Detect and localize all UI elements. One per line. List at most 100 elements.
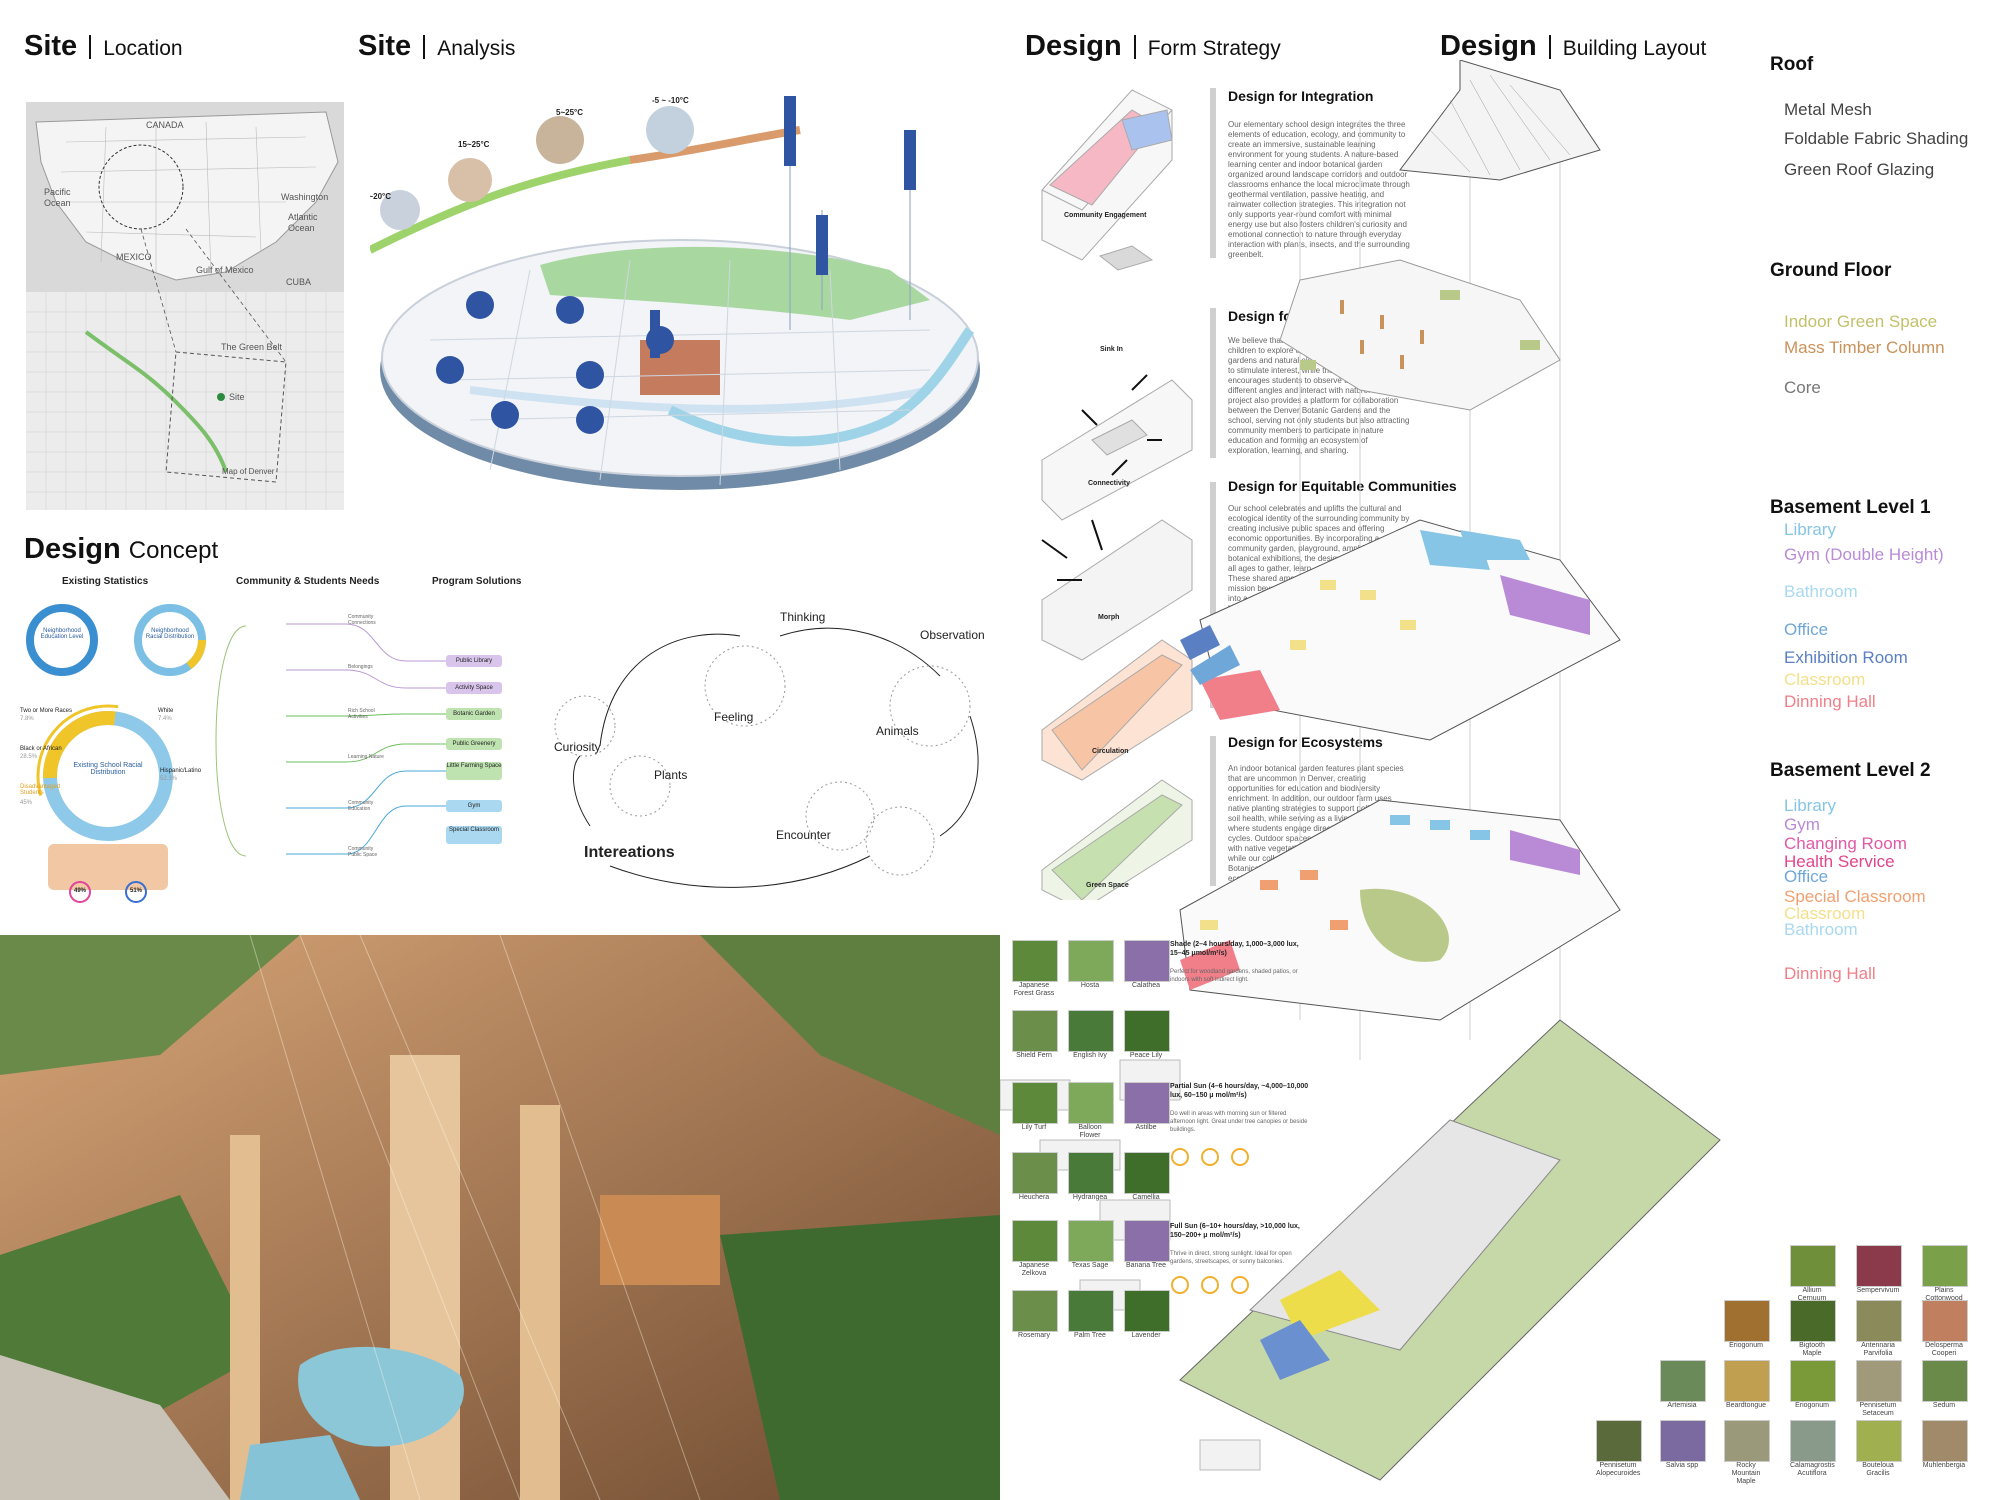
b2-item-classroom: Classroom	[1784, 904, 1866, 923]
plant-full-4: Palm Tree	[1068, 1290, 1114, 1340]
cycle-feeling: Feeling	[714, 710, 754, 724]
plant-label: Balloon Flower	[1078, 1124, 1102, 1139]
plant-label: English Ivy	[1073, 1052, 1107, 1059]
step-community-engagement: Community Engagement	[1064, 212, 1147, 219]
cycle-curiosity: Curiosity	[554, 740, 601, 754]
roof-item-green-roof: Green Roof Glazing	[1784, 160, 1935, 179]
plant-label: Delosperma Cooperi	[1925, 1342, 1963, 1357]
native-plant-7: Artemisia	[1660, 1360, 1706, 1410]
cycle-observation: Observation	[920, 628, 985, 642]
gender-female: 49%	[74, 888, 87, 894]
plant-label: Japanese Forest Grass	[1013, 982, 1055, 997]
roof-item-fabric-shading: Foldable Fabric Shading	[1784, 129, 1969, 148]
plant-image	[1790, 1360, 1836, 1402]
plant-label: Banana Tree	[1125, 1262, 1167, 1269]
plant-label: Japanese Zelkova	[1018, 1262, 1050, 1277]
plant-image	[1922, 1420, 1968, 1462]
plant-image	[1012, 1220, 1058, 1262]
plant-label: Heuchera	[1018, 1194, 1050, 1201]
map-label-washington: Washington	[281, 192, 329, 202]
race-value-black: 28.5%	[20, 754, 38, 760]
plant-image	[1922, 1300, 1968, 1342]
partial-heading: Partial Sun (4–6 hours/day, ~4,000–10,00…	[1170, 1083, 1309, 1099]
plant-image	[1724, 1360, 1770, 1402]
cycle-encounter: Encounter	[776, 828, 831, 842]
plant-image	[1790, 1245, 1836, 1287]
plant-label: Calamagrostis Acutiflora	[1790, 1462, 1835, 1477]
map-label-gulf: Gulf of Mexico	[196, 265, 254, 275]
program-botanic-garden: Botanic Garden	[446, 708, 502, 720]
concept-col-programs: Program Solutions	[432, 576, 522, 587]
plant-image	[1068, 1010, 1114, 1052]
plant-image	[1012, 940, 1058, 982]
need-learning-nature: Learning Nature	[348, 754, 384, 760]
site-analysis-diagram: 5~20°C 15~25°C 5~25°C -5 ~ -10°C	[370, 90, 1000, 510]
plant-label: Bigtooth Maple	[1799, 1342, 1825, 1357]
plant-image	[1856, 1360, 1902, 1402]
plant-full-0: Japanese Zelkova	[1012, 1220, 1058, 1278]
map-label-cuba: CUBA	[286, 277, 312, 287]
basement-1-title: Basement Level 1	[1770, 497, 1931, 518]
plant-image	[1856, 1300, 1902, 1342]
plant-label: Pennisetum Alopecuroides	[1596, 1462, 1641, 1477]
plant-shade-1: Hosta	[1068, 940, 1114, 990]
ground-item-green-space: Indoor Green Space	[1784, 312, 1938, 331]
shade-heading: Shade (2–4 hours/day, 1,000–3,000 lux, 1…	[1170, 941, 1299, 957]
race-label-white: White	[158, 708, 174, 714]
plant-image	[1660, 1360, 1706, 1402]
sun-icons-full	[1171, 1276, 1249, 1294]
program-public-library: Public Library	[446, 655, 502, 667]
program-activity-space: Activity Space	[446, 682, 502, 694]
form-strategy-diagrams: Community Engagement Sink In Connectivit…	[1022, 80, 1212, 900]
basement-2-title: Basement Level 2	[1770, 760, 1931, 781]
native-plant-4: Bigtooth Maple	[1790, 1300, 1836, 1358]
race-label-black: Black or African	[20, 746, 62, 752]
strategy-divider-2	[1210, 308, 1216, 458]
race-label-two: Two or More Races	[20, 708, 73, 714]
native-plant-16: Bouteloua Gracilis	[1856, 1420, 1902, 1478]
b1-item-office: Office	[1784, 620, 1829, 639]
plant-image	[1856, 1420, 1902, 1462]
cycle-animals: Animals	[876, 724, 919, 738]
plant-partial-5: Camellia	[1124, 1152, 1170, 1202]
plant-image	[1124, 1220, 1170, 1262]
plant-image	[1922, 1360, 1968, 1402]
plant-label: Rosemary	[1018, 1332, 1050, 1339]
map-label-pacific: Pacific Ocean	[44, 187, 71, 208]
cycle-interactions: Intereations	[584, 844, 675, 861]
native-plant-11: Sedum	[1922, 1360, 1968, 1410]
b2-item-office: Office	[1784, 867, 1829, 886]
sun-icons-partial	[1171, 1148, 1249, 1166]
native-plant-6: Delosperma Cooperi	[1922, 1300, 1968, 1358]
strategy-divider-3	[1210, 482, 1216, 708]
native-plant-3: Eriogonum	[1724, 1300, 1770, 1350]
plant-label: Palm Tree	[1074, 1332, 1106, 1339]
map-label-mexico: MEXICO	[116, 252, 152, 262]
strategy-ecosystems-title: Design for Ecosystems	[1228, 734, 1383, 750]
partial-note: Do well in areas with morning sun or fil…	[1170, 1111, 1308, 1133]
b2-item-dinning: Dinning Hall	[1784, 964, 1876, 983]
step-green-space: Green Space	[1086, 882, 1129, 889]
map-label-greenbelt: The Green Belt	[221, 342, 283, 352]
concept-col-needs: Community & Students Needs	[236, 576, 380, 587]
program-special-classroom: Special Classroom	[446, 826, 502, 844]
b1-item-library: Library	[1784, 520, 1836, 539]
cycle-plants: Plants	[654, 768, 688, 782]
map-label-canada: CANADA	[146, 120, 184, 130]
plant-partial-2: Astilbe	[1124, 1082, 1170, 1132]
roof-item-metal-mesh: Metal Mesh	[1784, 100, 1872, 119]
plant-image	[1124, 1152, 1170, 1194]
native-plant-13: Salvia spp	[1660, 1420, 1706, 1470]
race-value-white: 7.4%	[158, 716, 172, 722]
full-note: Thrive in direct, strong sunlight. Ideal…	[1170, 1251, 1292, 1265]
plant-image	[1790, 1300, 1836, 1342]
program-farming-space: Little Farming Space	[446, 762, 502, 780]
plant-label: Sempervivum	[1856, 1287, 1900, 1294]
temp-fall: 5~25°C	[556, 108, 583, 117]
plant-full-2: Banana Tree	[1124, 1220, 1170, 1270]
shade-note: Perfect for woodland gardens, shaded pat…	[1170, 969, 1298, 983]
b1-item-bathroom: Bathroom	[1784, 582, 1858, 601]
gender-male: 51%	[130, 888, 143, 894]
concept-col-stats: Existing Statistics	[62, 576, 149, 587]
b1-item-classroom: Classroom	[1784, 670, 1866, 689]
